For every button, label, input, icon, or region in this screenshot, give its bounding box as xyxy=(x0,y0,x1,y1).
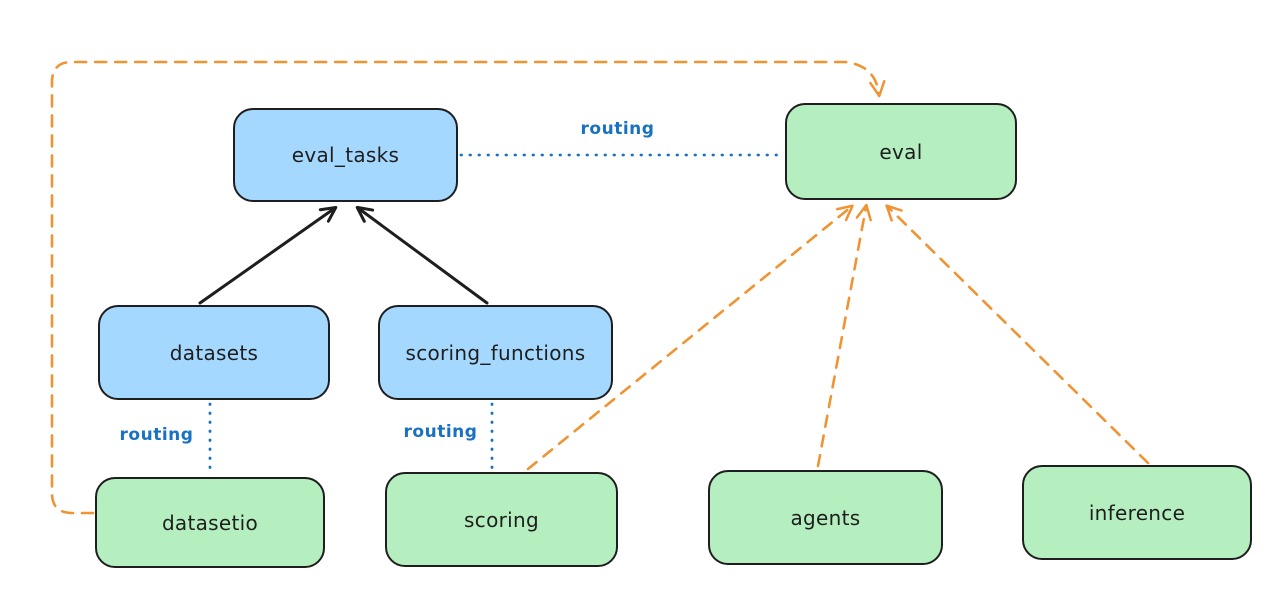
node-eval-tasks-label: eval_tasks xyxy=(291,143,400,167)
node-scoring-label: scoring xyxy=(464,507,539,532)
node-inference: inference xyxy=(1022,465,1252,560)
node-agents-label: agents xyxy=(790,505,861,530)
edge-datasets-to-eval-tasks xyxy=(198,205,338,305)
edge-agents-to-eval xyxy=(816,203,872,468)
edge-label-routing-top: routing xyxy=(580,119,655,139)
node-inference-label: inference xyxy=(1088,500,1186,525)
node-scoring-functions-label: scoring_functions xyxy=(405,340,586,365)
edge-datasetio-to-eval xyxy=(50,60,886,515)
node-datasets-label: datasets xyxy=(169,340,259,365)
node-scoring-functions: scoring_functions xyxy=(378,305,613,400)
node-datasetio-label: datasetio xyxy=(161,510,259,535)
node-datasetio: datasetio xyxy=(95,477,325,568)
edge-scoring-to-eval xyxy=(526,204,854,471)
node-scoring: scoring xyxy=(385,472,618,567)
node-datasets: datasets xyxy=(98,305,330,400)
edge-label-routing-scoring: routing xyxy=(403,422,478,442)
node-agents: agents xyxy=(708,470,943,565)
node-eval: eval xyxy=(785,103,1017,200)
edge-scoring-functions-to-eval-tasks xyxy=(355,205,489,305)
node-eval-label: eval xyxy=(879,139,923,164)
edge-inference-to-eval xyxy=(885,204,1150,465)
node-eval-tasks: eval_tasks xyxy=(233,108,458,202)
edge-label-routing-datasets: routing xyxy=(119,425,194,445)
